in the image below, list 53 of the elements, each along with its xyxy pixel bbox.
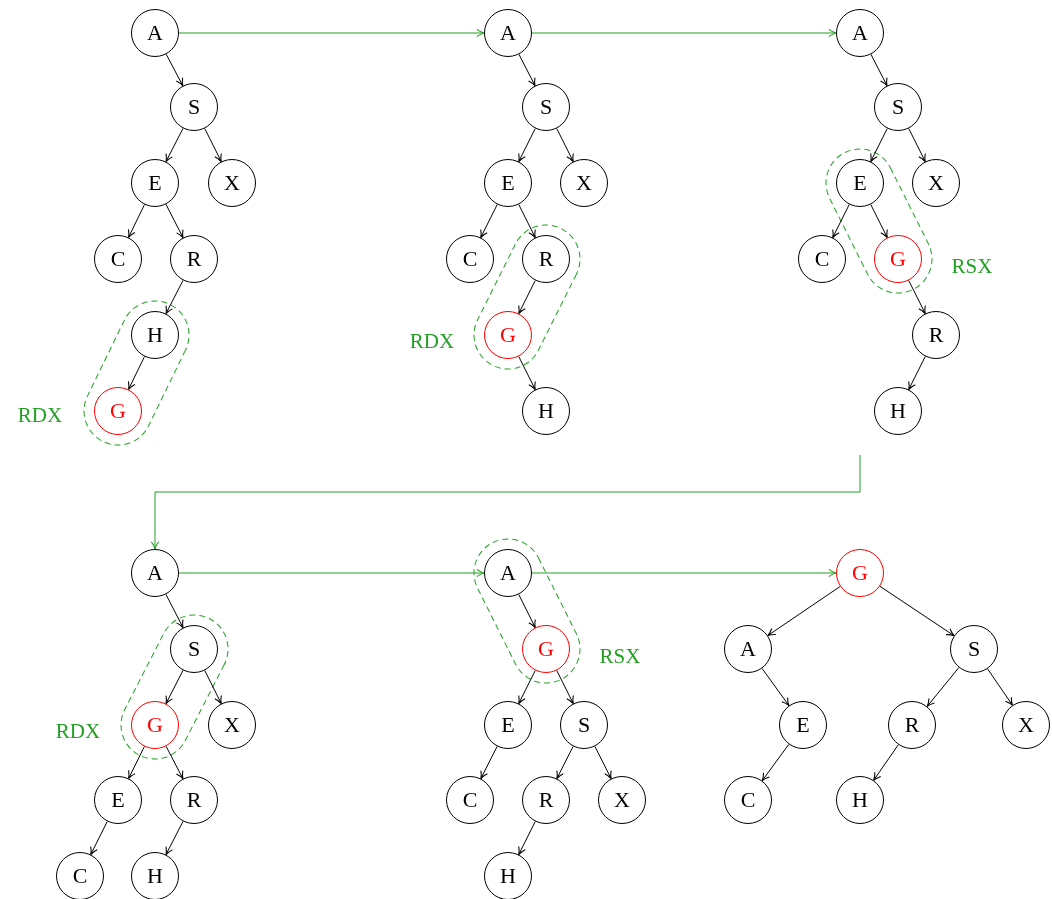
tree-node: C (798, 235, 846, 283)
tree-node: R (170, 235, 218, 283)
tree-node: E (94, 776, 142, 824)
tree-node: R (170, 776, 218, 824)
tree-node: A (131, 9, 179, 57)
rotation-label: RSX (951, 253, 993, 279)
tree-node: X (560, 159, 608, 207)
tree-node: R (912, 311, 960, 359)
tree-node: X (208, 159, 256, 207)
tree-node: E (779, 701, 827, 749)
tree-node: A (484, 9, 532, 57)
rotation-label: RSX (599, 643, 641, 669)
tree-node: H (522, 387, 570, 435)
tree-node: E (484, 701, 532, 749)
tree-node: H (874, 387, 922, 435)
tree-node: G (522, 625, 570, 673)
tree-node: S (522, 83, 570, 131)
tree-node: R (522, 776, 570, 824)
tree-node: H (131, 311, 179, 359)
rotation-label: RDX (55, 718, 101, 744)
tree-node: E (484, 159, 532, 207)
tree-node: A (131, 549, 179, 597)
tree-node: S (874, 83, 922, 131)
tree-node: G (131, 701, 179, 749)
tree-node: H (836, 776, 884, 824)
tree-node: G (836, 549, 884, 597)
tree-node: E (131, 159, 179, 207)
tree-node: X (1002, 701, 1050, 749)
tree-node: S (560, 701, 608, 749)
tree-node: X (912, 159, 960, 207)
tree-node: G (94, 387, 142, 435)
tree-node: E (836, 159, 884, 207)
tree-node: A (484, 549, 532, 597)
tree-node: A (724, 625, 772, 673)
tree-node: C (446, 776, 494, 824)
tree-node: S (170, 625, 218, 673)
tree-node: H (484, 852, 532, 899)
tree-node: C (94, 235, 142, 283)
tree-node: X (208, 701, 256, 749)
rotation-label: RDX (409, 328, 455, 354)
tree-node: G (874, 235, 922, 283)
tree-node: R (888, 701, 936, 749)
tree-node: A (836, 9, 884, 57)
tree-node: S (170, 83, 218, 131)
tree-node: C (724, 776, 772, 824)
tree-node: S (950, 625, 998, 673)
tree-node: H (131, 852, 179, 899)
rotation-label: RDX (17, 402, 63, 428)
tree-node: G (484, 311, 532, 359)
tree-node: R (522, 235, 570, 283)
tree-node: X (598, 776, 646, 824)
tree-node: C (446, 235, 494, 283)
tree-node: C (56, 852, 104, 899)
